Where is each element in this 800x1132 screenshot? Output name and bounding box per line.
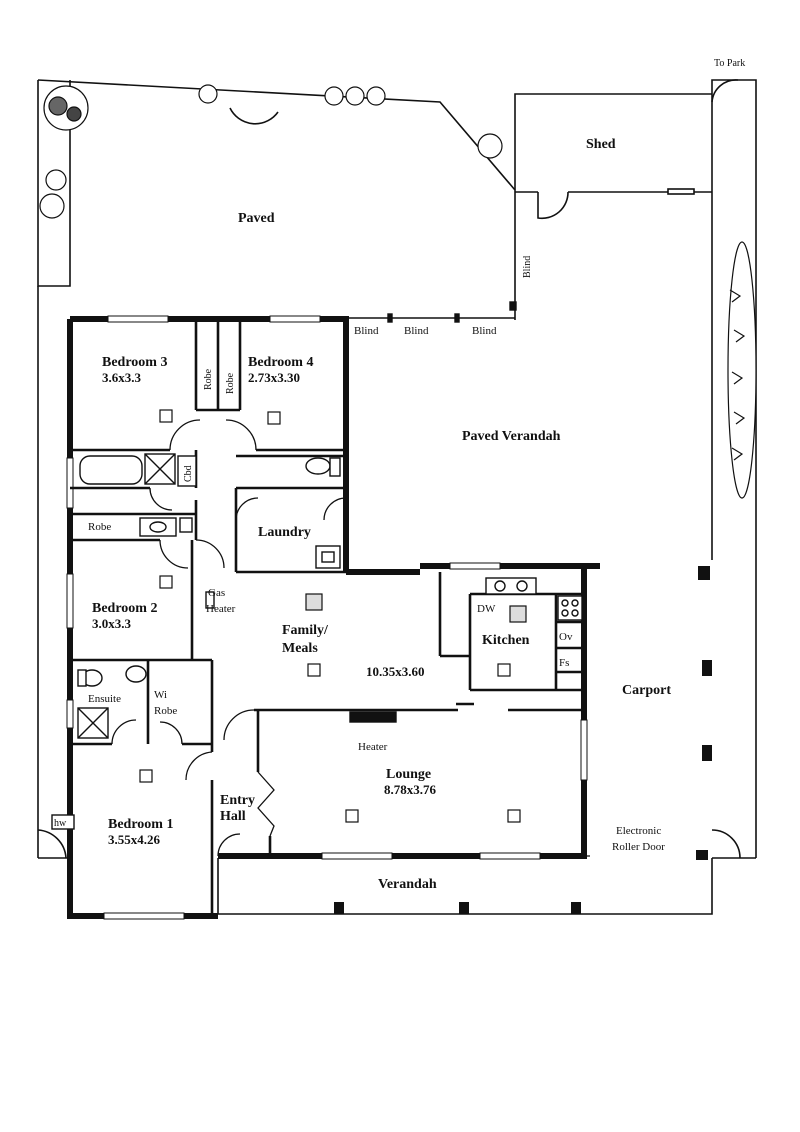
vent-icon bbox=[159, 575, 173, 589]
to-park-label: To Park bbox=[714, 58, 745, 69]
kitchen-sink-icon bbox=[485, 577, 537, 595]
kitchen-label: Kitchen bbox=[482, 633, 530, 648]
blind-label-2: Blind bbox=[404, 325, 429, 337]
vent-icon bbox=[159, 409, 173, 423]
bedroom4-size: 2.73x3.30 bbox=[248, 370, 300, 385]
vent-icon bbox=[267, 411, 281, 425]
oven-label: Ov bbox=[559, 631, 573, 643]
roller-door-label: Roller Door bbox=[612, 841, 665, 853]
ensuite-basin-icon bbox=[125, 665, 147, 683]
cbd-label: Cbd bbox=[183, 465, 194, 482]
wi-robe-label: Robe bbox=[154, 705, 177, 717]
entry-label-line1: Entry bbox=[220, 793, 255, 808]
interior-walls bbox=[70, 322, 584, 916]
carport-posts bbox=[696, 566, 712, 860]
blind-line bbox=[346, 301, 517, 323]
cooktop-icon bbox=[557, 595, 583, 621]
lounge-size: 8.78x3.76 bbox=[384, 782, 437, 797]
robe-label-a: Robe bbox=[203, 368, 214, 390]
family-label-line1: Family/ bbox=[282, 623, 329, 638]
paved-verandah-label: Paved Verandah bbox=[462, 429, 561, 444]
blind-label-3: Blind bbox=[472, 325, 497, 337]
property-boundary bbox=[37, 79, 757, 859]
ensuite-label: Ensuite bbox=[88, 693, 121, 705]
cabinet-icon bbox=[179, 517, 193, 533]
bedroom4-name: Bedroom 4 bbox=[248, 355, 313, 370]
windows bbox=[66, 315, 588, 920]
paved-label: Paved bbox=[238, 211, 275, 226]
robe-label-c: Robe bbox=[88, 521, 111, 533]
vent-icon bbox=[307, 663, 321, 677]
garden-trees bbox=[39, 84, 757, 499]
toilet-icon bbox=[305, 457, 331, 475]
dw-label: DW bbox=[477, 603, 496, 615]
bedroom3-size: 3.6x3.3 bbox=[102, 370, 142, 385]
verandah bbox=[217, 855, 713, 915]
lounge-name: Lounge bbox=[386, 767, 431, 782]
vent-icon bbox=[507, 809, 521, 823]
gas-label: Gas bbox=[208, 587, 225, 599]
entry-label-line2: Hall bbox=[220, 809, 246, 824]
gas-heater-label: Heater bbox=[206, 603, 236, 615]
vent-icon bbox=[497, 663, 511, 677]
vent-icon bbox=[305, 593, 323, 611]
blind-label-1: Blind bbox=[354, 325, 379, 337]
fixtures bbox=[51, 453, 583, 830]
bath-icon bbox=[79, 455, 143, 485]
verandah-label: Verandah bbox=[378, 877, 437, 892]
hot-water-label: hw bbox=[54, 818, 67, 829]
blind-vertical-label: Blind bbox=[522, 256, 533, 278]
bedroom3-name: Bedroom 3 bbox=[102, 355, 167, 370]
plan-labels: To Park Shed Paved Blind Blind Blind Bli… bbox=[54, 58, 745, 892]
electronic-label: Electronic bbox=[616, 825, 661, 837]
bedroom2-name: Bedroom 2 bbox=[92, 601, 157, 616]
shed bbox=[515, 188, 712, 220]
family-label-line2: Meals bbox=[282, 641, 318, 656]
vent-icon bbox=[139, 769, 153, 783]
vent-icon bbox=[345, 809, 359, 823]
ceiling-vents bbox=[139, 409, 527, 823]
fridge-space-label: Fs bbox=[559, 657, 569, 669]
lounge-heater-label: Heater bbox=[358, 741, 388, 753]
lounge-heater-icon bbox=[349, 711, 397, 723]
family-size: 10.35x3.60 bbox=[366, 664, 425, 679]
shed-label: Shed bbox=[586, 137, 616, 152]
door-swings bbox=[111, 419, 347, 857]
laundry-label: Laundry bbox=[258, 525, 311, 540]
vent-icon bbox=[509, 605, 527, 623]
carport-label: Carport bbox=[622, 683, 671, 698]
bedroom2-size: 3.0x3.3 bbox=[92, 616, 132, 631]
hot-water-icon bbox=[51, 814, 75, 830]
wi-label: Wi bbox=[154, 689, 167, 701]
bedroom1-size: 3.55x4.26 bbox=[108, 832, 161, 847]
robe-label-b: Robe bbox=[225, 372, 236, 394]
gas-heater-icon bbox=[205, 591, 215, 609]
bedroom1-name: Bedroom 1 bbox=[108, 817, 173, 832]
